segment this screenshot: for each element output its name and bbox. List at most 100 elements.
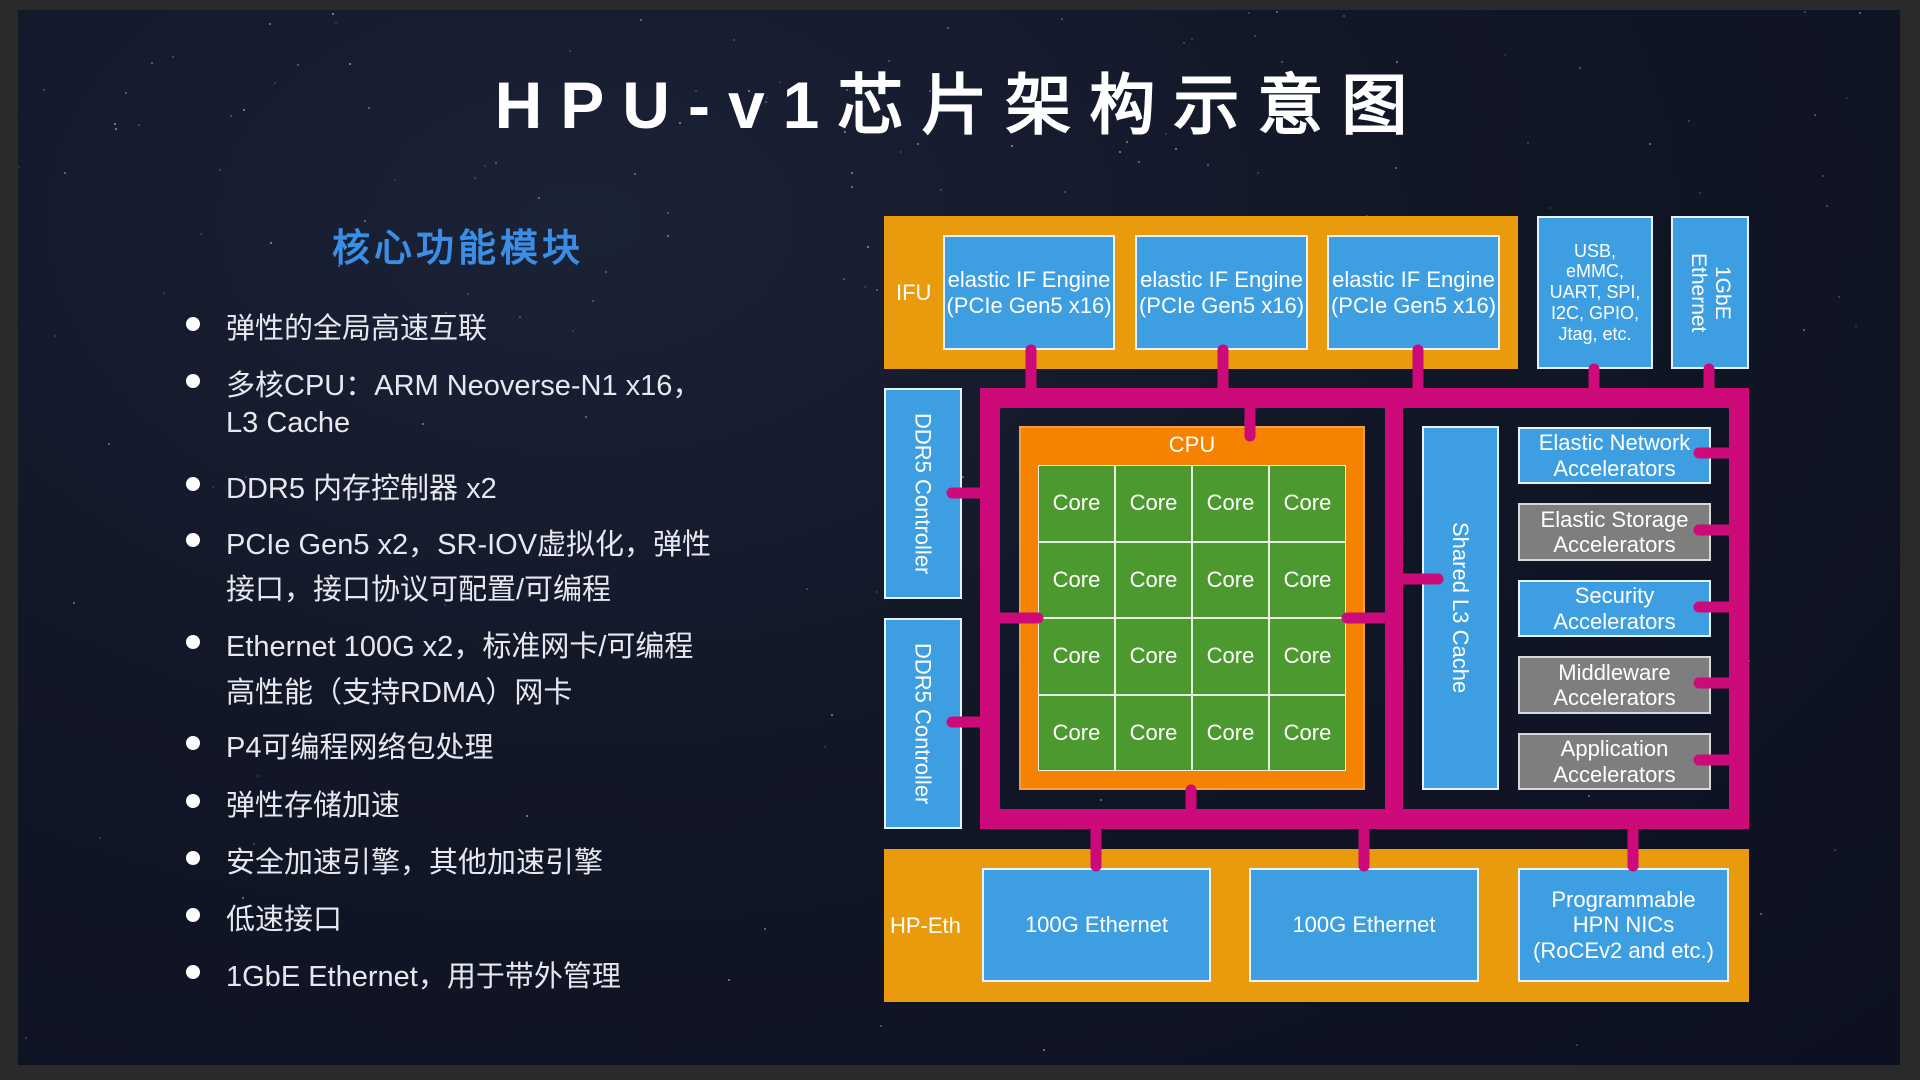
star <box>1834 848 1837 851</box>
star <box>939 189 942 192</box>
star <box>657 120 660 122</box>
star <box>1838 295 1841 298</box>
shared-l3-cache: Shared L3 Cache <box>1422 426 1499 790</box>
star <box>107 442 110 445</box>
cpu-core: Core <box>1269 694 1346 771</box>
star <box>1648 142 1651 145</box>
cpu-core: Core <box>1038 694 1115 771</box>
star <box>73 601 76 604</box>
cpu-core: Core <box>1192 694 1269 771</box>
star <box>666 211 669 214</box>
star <box>1174 148 1177 151</box>
ethernet-100g-2: 100G Ethernet <box>1249 868 1479 982</box>
cpu-core: Core <box>1038 465 1115 542</box>
star <box>43 88 46 91</box>
bullet-dot <box>186 533 200 547</box>
star <box>1802 328 1805 331</box>
star <box>634 173 637 176</box>
bullet-dot <box>186 374 200 388</box>
star <box>1137 160 1140 163</box>
star <box>1846 97 1849 100</box>
bullet-dot <box>186 794 200 808</box>
cpu-core: Core <box>1038 618 1115 695</box>
star <box>18 165 21 168</box>
security-accelerators: Security Accelerators <box>1518 580 1711 637</box>
bullet-text: DDR5 内存控制器 x2 <box>226 473 497 505</box>
star <box>1395 61 1398 64</box>
bullet-text: 低速接口 <box>226 904 343 936</box>
star <box>765 100 768 103</box>
cpu-label: CPU <box>1168 432 1216 457</box>
star <box>337 264 340 267</box>
bullet-text: 高性能（支持RDMA）网卡 <box>226 677 573 709</box>
star <box>875 289 878 292</box>
star <box>779 81 782 84</box>
star <box>363 220 366 223</box>
section-heading: 核心功能模块 <box>331 228 584 270</box>
star <box>916 142 919 145</box>
star <box>875 591 878 593</box>
star <box>766 96 769 99</box>
star <box>99 836 102 839</box>
star <box>571 329 574 332</box>
hp-eth-label: HP-Eth <box>890 912 961 938</box>
star <box>269 23 272 26</box>
star <box>25 1037 28 1040</box>
star <box>863 286 866 289</box>
star <box>171 56 174 59</box>
star <box>1813 113 1816 116</box>
star <box>519 316 522 319</box>
star <box>1281 60 1284 63</box>
cpu-core: Core <box>1192 541 1269 618</box>
star <box>297 63 300 66</box>
star <box>695 90 698 93</box>
star <box>900 151 903 154</box>
star <box>831 714 834 717</box>
star <box>879 1025 882 1028</box>
star <box>338 325 341 328</box>
star <box>150 61 153 64</box>
star <box>1256 171 1259 174</box>
bullet-dot <box>186 736 200 750</box>
star <box>466 292 469 295</box>
star <box>1165 132 1168 135</box>
star <box>844 130 847 133</box>
bullet-text: Ethernet 100G x2，标准网卡/可编程 <box>226 631 694 663</box>
star <box>962 476 965 479</box>
star <box>1365 214 1368 217</box>
bullet-text: 接口，接口协议可配置/可编程 <box>226 574 612 606</box>
star <box>1027 99 1030 102</box>
star <box>1191 37 1194 40</box>
star <box>1064 191 1067 194</box>
star <box>584 415 587 418</box>
gbe-ethernet-block: 1GbE Ethernet <box>1671 216 1749 369</box>
elastic-storage-accelerators: Elastic Storage Accelerators <box>1518 503 1711 561</box>
star <box>1504 53 1507 56</box>
star <box>63 172 66 175</box>
star <box>866 246 869 249</box>
star <box>368 107 371 110</box>
cpu-core: Core <box>1115 541 1192 618</box>
star <box>929 90 932 93</box>
star <box>1549 206 1552 209</box>
star <box>394 178 397 181</box>
star <box>245 476 248 479</box>
star <box>763 928 766 931</box>
cpu-core: Core <box>1115 694 1192 771</box>
star <box>728 978 731 981</box>
star <box>679 122 682 125</box>
star <box>1126 141 1129 144</box>
star <box>470 313 473 316</box>
bullet-dot <box>186 908 200 922</box>
star <box>253 842 256 845</box>
star <box>243 109 246 112</box>
star <box>1748 660 1751 663</box>
star <box>1698 191 1701 194</box>
cpu-core: Core <box>1115 465 1192 542</box>
star <box>54 335 57 338</box>
cpu-core: Core <box>1269 465 1346 542</box>
star <box>1248 12 1251 15</box>
star <box>1099 799 1102 802</box>
star <box>1119 151 1122 154</box>
